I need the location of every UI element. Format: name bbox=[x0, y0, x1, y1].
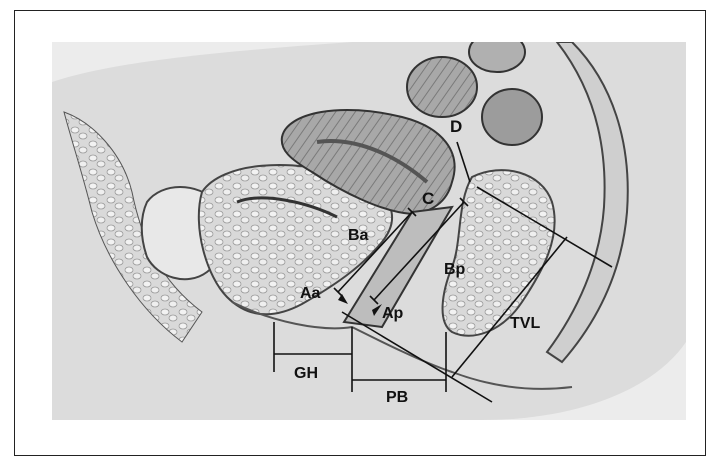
label-bp: Bp bbox=[444, 261, 466, 278]
anatomy-figure: D C Ba Bp Aa Ap TVL GH PB bbox=[52, 42, 686, 420]
label-pb: PB bbox=[386, 389, 408, 406]
label-tvl: TVL bbox=[510, 315, 540, 332]
label-ap: Ap bbox=[382, 305, 404, 322]
label-c: C bbox=[422, 189, 434, 208]
label-aa: Aa bbox=[300, 285, 321, 302]
bowel-loop-1 bbox=[407, 57, 477, 117]
label-ba: Ba bbox=[348, 227, 369, 244]
pop-q-diagram: D C Ba Bp Aa Ap TVL GH PB bbox=[52, 42, 686, 420]
label-d: D bbox=[450, 117, 462, 136]
bowel-loop-2 bbox=[482, 89, 542, 145]
label-gh: GH bbox=[294, 365, 318, 382]
